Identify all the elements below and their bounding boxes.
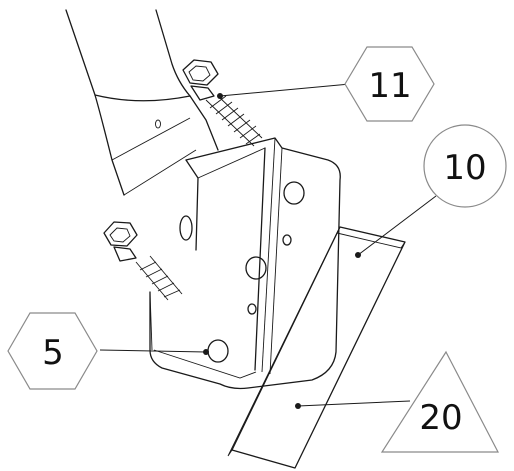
tube-leg <box>65 9 219 196</box>
mounting-bracket <box>149 137 341 390</box>
callout-label: 10 <box>443 148 486 188</box>
leader-5 <box>99 349 207 353</box>
leader-11 <box>219 83 351 97</box>
leader-10 <box>357 195 437 256</box>
callout-5: 5 <box>7 312 98 390</box>
hexagon-shape <box>7 312 98 390</box>
callout-label: 5 <box>42 333 64 373</box>
upper-bolt <box>182 59 263 147</box>
callout-label: 11 <box>368 66 411 106</box>
triangle-shape <box>380 350 499 453</box>
callout-10: 10 <box>423 124 507 208</box>
leader-lines <box>99 83 437 409</box>
callout-label: 20 <box>419 398 462 438</box>
callout-11: 11 <box>344 46 435 122</box>
callout-20: 20 <box>380 350 499 453</box>
rubber-strip <box>227 226 406 469</box>
hexagon-shape <box>344 46 435 122</box>
leader-20 <box>297 400 411 407</box>
circle-shape <box>423 124 507 208</box>
lower-bolt <box>103 221 183 301</box>
